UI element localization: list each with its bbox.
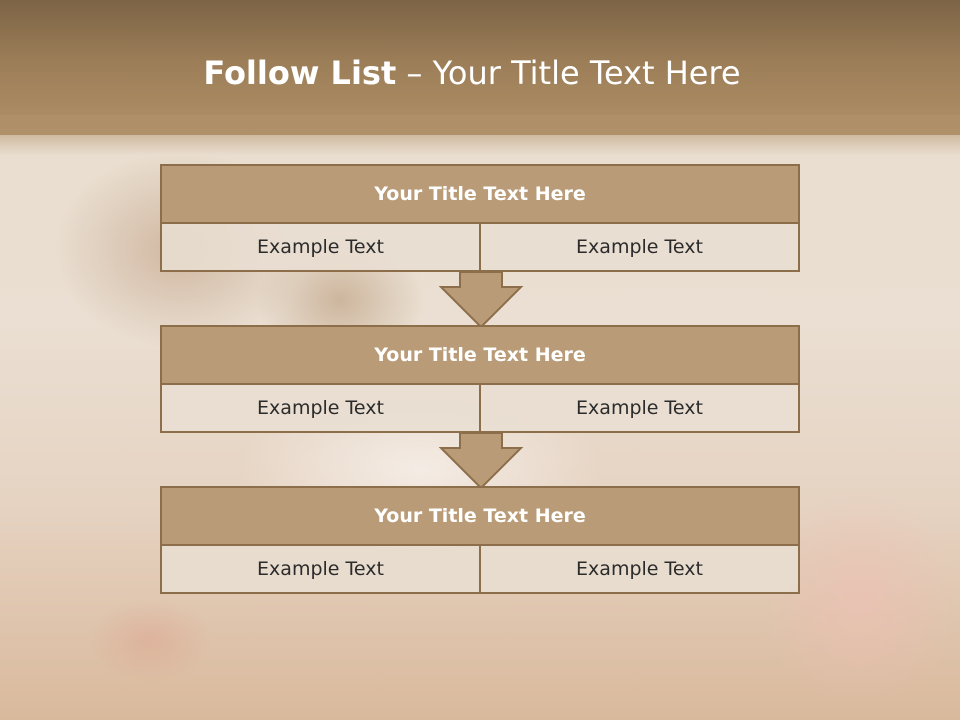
step-2-left-cell: Example Text	[162, 385, 479, 431]
step-3-row: Example Text Example Text	[162, 546, 798, 592]
slide-title-rest: – Your Title Text Here	[396, 54, 741, 92]
slide-title[interactable]: Follow List – Your Title Text Here	[0, 54, 944, 92]
step-3-title: Your Title Text Here	[162, 488, 798, 546]
step-1-title: Your Title Text Here	[162, 166, 798, 224]
step-box-1[interactable]: Your Title Text Here Example Text Exampl…	[160, 164, 800, 272]
step-1-left-cell: Example Text	[162, 224, 479, 270]
step-3-right-cell: Example Text	[479, 546, 798, 592]
down-arrow-1	[438, 271, 524, 329]
step-2-row: Example Text Example Text	[162, 385, 798, 431]
step-2-title: Your Title Text Here	[162, 327, 798, 385]
header-fade	[0, 115, 960, 155]
step-3-left-cell: Example Text	[162, 546, 479, 592]
step-box-2[interactable]: Your Title Text Here Example Text Exampl…	[160, 325, 800, 433]
header-band	[0, 0, 960, 135]
step-box-3[interactable]: Your Title Text Here Example Text Exampl…	[160, 486, 800, 594]
step-1-row: Example Text Example Text	[162, 224, 798, 270]
step-1-right-cell: Example Text	[479, 224, 798, 270]
step-2-right-cell: Example Text	[479, 385, 798, 431]
down-arrow-2	[438, 432, 524, 490]
slide-title-bold: Follow List	[203, 54, 397, 92]
